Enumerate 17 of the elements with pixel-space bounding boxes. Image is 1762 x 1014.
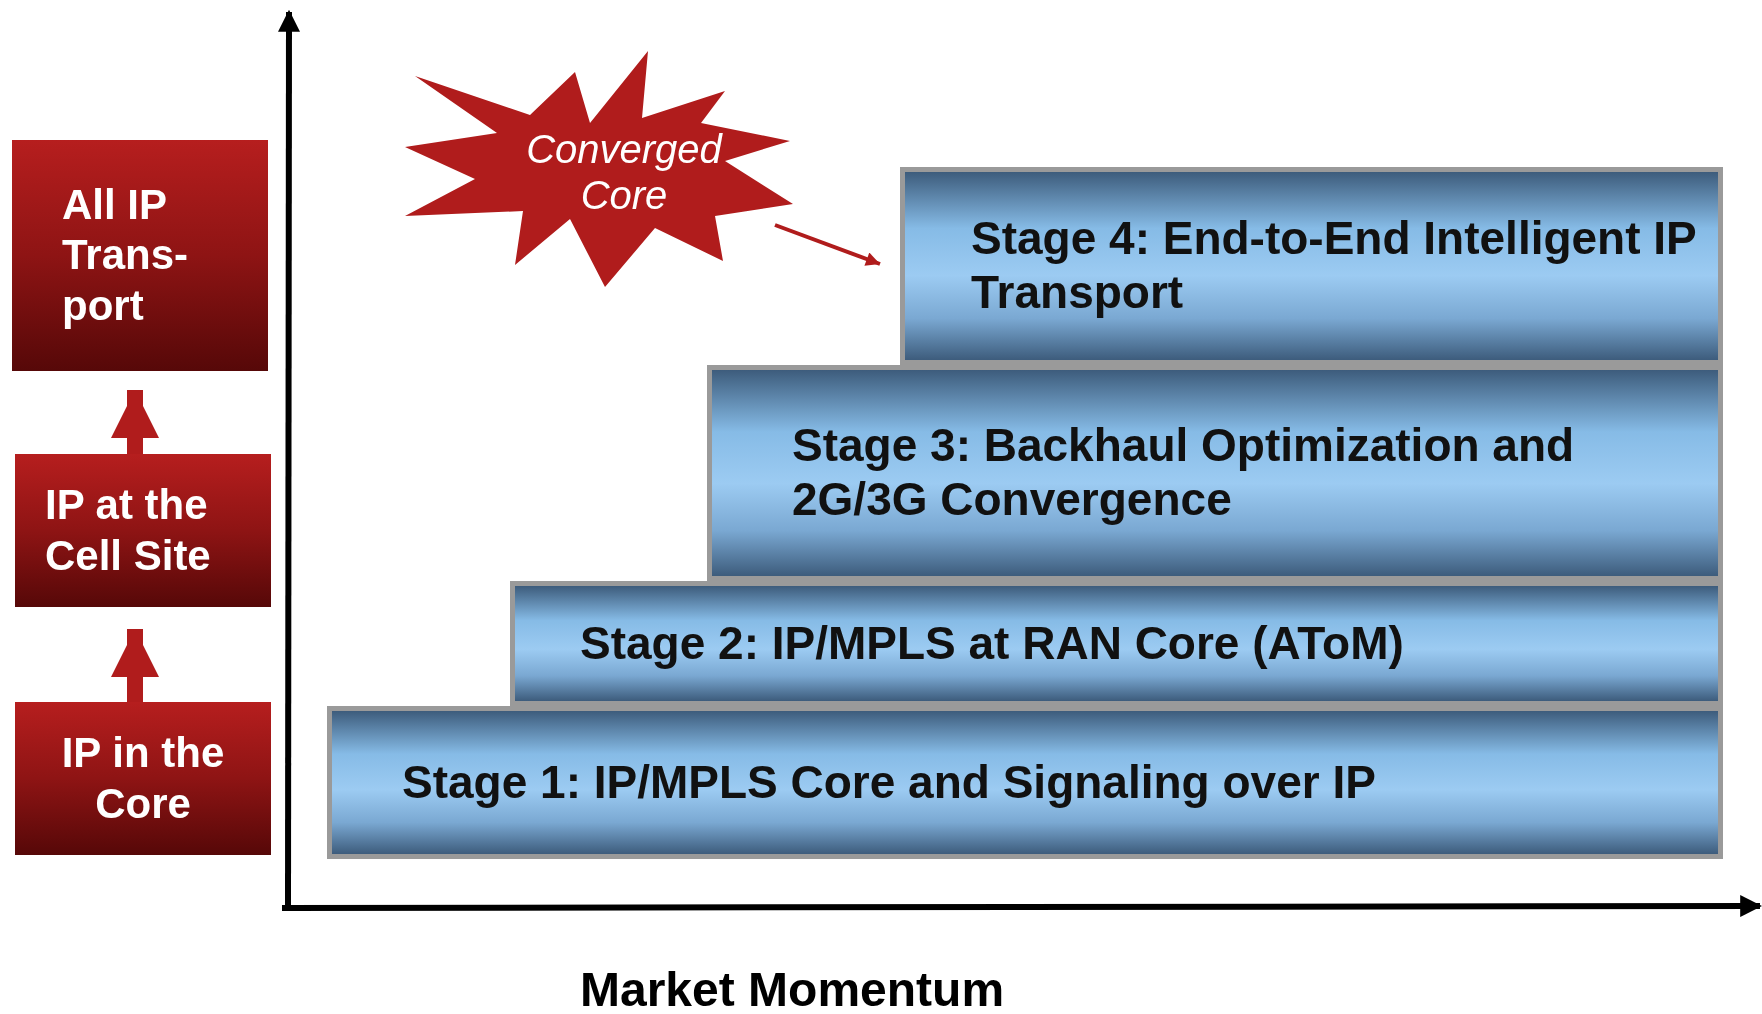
stage-label: Stage 4: End-to-End Intelligent IP Transport bbox=[971, 212, 1697, 320]
stage-label: IP in the Core bbox=[60, 728, 226, 829]
starburst-label: Converged Core bbox=[525, 126, 724, 218]
arrow bbox=[111, 390, 159, 454]
stage-label: Stage 1: IP/MPLS Core and Signaling over IP bbox=[402, 755, 1376, 810]
stage-box bbox=[15, 454, 271, 607]
stage-label: Stage 2: IP/MPLS at RAN Core (AToM) bbox=[580, 616, 1404, 671]
stage-box bbox=[15, 702, 271, 855]
arrow bbox=[111, 629, 159, 702]
stage-bar bbox=[327, 706, 1723, 859]
stage-label: Stage 3: Backhaul Optimization and 2G/3G Convergence bbox=[792, 419, 1576, 527]
stage-label: IP at the Cell Site bbox=[45, 480, 212, 581]
stage-bar bbox=[900, 167, 1723, 365]
axis-title: Market Momentum bbox=[580, 962, 1005, 1014]
arrow bbox=[774, 223, 881, 266]
stage-box bbox=[12, 140, 268, 371]
stage-label: All IP Trans- port bbox=[62, 179, 190, 331]
